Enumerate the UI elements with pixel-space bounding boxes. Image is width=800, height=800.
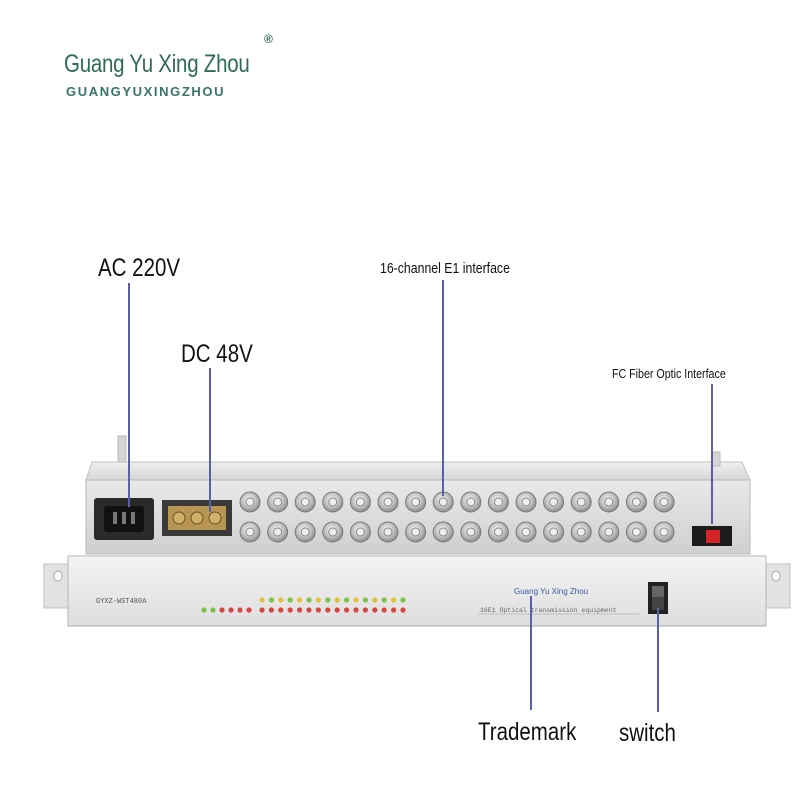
led-indicator	[325, 597, 331, 603]
led-indicator	[278, 597, 284, 603]
bnc-connector	[267, 521, 289, 543]
led-indicator	[344, 597, 350, 603]
led-indicator	[391, 607, 397, 613]
led-indicator	[334, 607, 340, 613]
led-indicator	[297, 607, 303, 613]
led-indicator	[400, 597, 406, 603]
ac-power-socket	[94, 498, 154, 540]
led-indicator	[362, 607, 368, 613]
bnc-connector	[349, 491, 371, 513]
bnc-connector	[625, 491, 647, 513]
led-indicator	[362, 597, 368, 603]
dc-48v-label: DC 48V	[181, 340, 253, 368]
bnc-connector	[405, 491, 427, 513]
led-indicator	[287, 607, 293, 613]
bnc-connector	[239, 521, 261, 543]
bnc-connector	[267, 491, 289, 513]
bnc-connector	[570, 521, 592, 543]
led-indicator	[315, 607, 321, 613]
e1-bnc-connectors	[239, 491, 675, 543]
led-indicator	[259, 607, 265, 613]
bnc-connector	[460, 491, 482, 513]
brand-logo-subtext: GUANGYUXINGZHOU	[66, 84, 226, 99]
led-indicator	[372, 597, 378, 603]
fc-fiber-port	[692, 526, 732, 546]
bnc-connector	[377, 491, 399, 513]
bnc-connector	[653, 491, 675, 513]
led-indicator	[381, 597, 387, 603]
dc-terminal-block	[162, 500, 232, 536]
led-indicator	[306, 607, 312, 613]
bnc-connector	[543, 491, 565, 513]
led-indicator	[391, 597, 397, 603]
led-indicator	[259, 597, 265, 603]
front-brand-label: Guang Yu Xing Zhou	[514, 587, 588, 596]
bnc-connector	[294, 521, 316, 543]
bnc-connector	[598, 491, 620, 513]
bnc-connector	[460, 521, 482, 543]
e1-interface-label: 16-channel E1 interface	[380, 260, 510, 277]
bnc-connector	[598, 521, 620, 543]
bnc-connector	[515, 521, 537, 543]
registered-mark-icon: ®	[264, 32, 273, 46]
led-indicator	[315, 597, 321, 603]
trademark-label: Trademark	[478, 718, 577, 746]
bnc-connector	[487, 491, 509, 513]
bnc-connector	[377, 521, 399, 543]
led-indicator	[372, 607, 378, 613]
bnc-connector	[322, 491, 344, 513]
bnc-connector	[625, 521, 647, 543]
bnc-connector	[239, 491, 261, 513]
front-description-label: 16E1 Optical transmission equipment	[480, 607, 617, 614]
callout-lines	[128, 280, 713, 712]
led-indicator	[210, 607, 216, 613]
bnc-connector	[405, 521, 427, 543]
led-indicator	[325, 607, 331, 613]
led-indicator	[219, 607, 225, 613]
switch-label: switch	[619, 719, 676, 747]
bnc-connector	[432, 521, 454, 543]
bnc-connector	[294, 491, 316, 513]
bnc-connector	[653, 521, 675, 543]
led-indicator	[381, 607, 387, 613]
bnc-connector	[570, 491, 592, 513]
status-leds	[201, 597, 406, 613]
led-indicator	[268, 597, 274, 603]
led-indicator	[237, 607, 243, 613]
brand-logo-text: Guang Yu Xing Zhou	[64, 50, 250, 78]
led-indicator	[297, 597, 303, 603]
ac-220v-label: AC 220V	[98, 254, 181, 282]
bnc-connector	[543, 521, 565, 543]
led-indicator	[353, 607, 359, 613]
led-indicator	[228, 607, 234, 613]
led-indicator	[306, 597, 312, 603]
model-label: GYXZ-WST480A	[96, 598, 147, 606]
led-indicator	[353, 597, 359, 603]
bnc-connector	[322, 521, 344, 543]
led-indicator	[334, 597, 340, 603]
led-indicator	[287, 597, 293, 603]
led-indicator	[246, 607, 252, 613]
led-indicator	[268, 607, 274, 613]
led-indicator	[278, 607, 284, 613]
led-indicator	[201, 607, 207, 613]
bnc-connector	[487, 521, 509, 543]
bnc-connector	[349, 521, 371, 543]
bnc-connector	[515, 491, 537, 513]
power-switch	[648, 582, 668, 614]
led-indicator	[400, 607, 406, 613]
led-indicator	[344, 607, 350, 613]
fc-fiber-label: FC Fiber Optic Interface	[612, 366, 726, 381]
